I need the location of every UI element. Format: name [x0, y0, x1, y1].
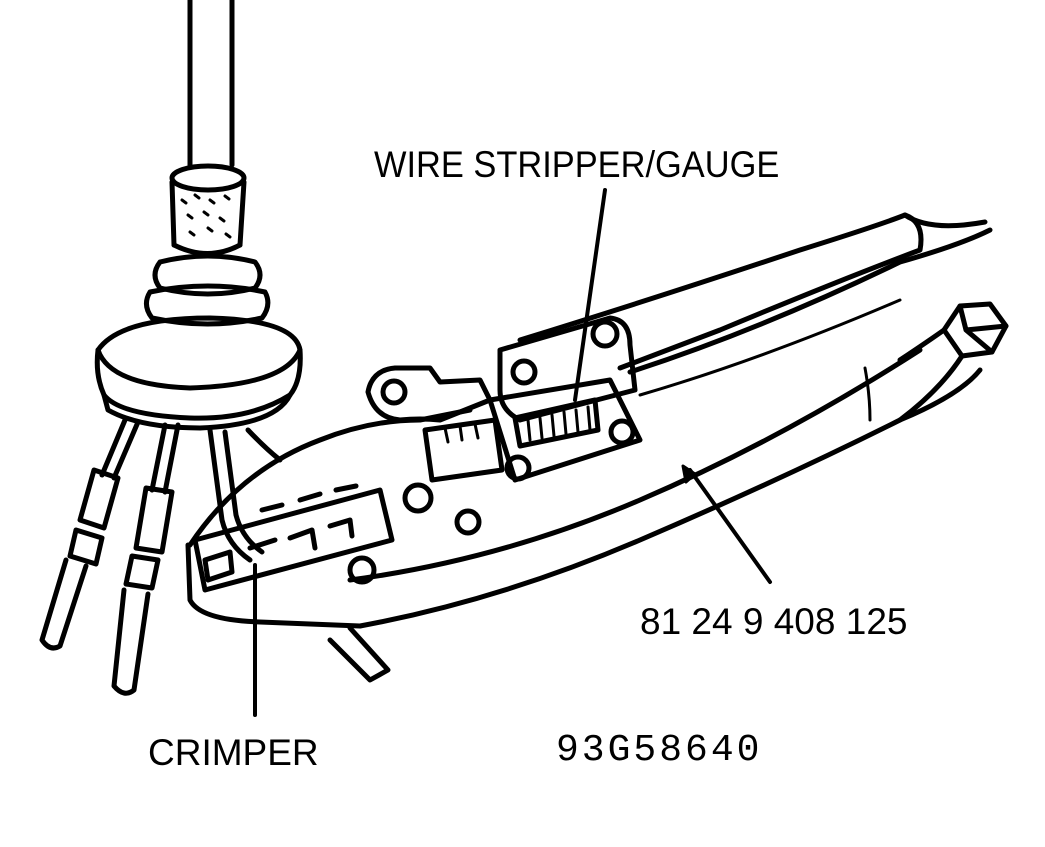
figure-code-label: 93G58640	[556, 729, 763, 772]
part-number-arrowhead	[681, 464, 697, 484]
leader-lines	[253, 188, 772, 717]
cable-assembly	[39, 0, 303, 696]
stripper-leader-line	[573, 188, 607, 402]
crimping-pliers	[185, 212, 1009, 683]
part-number-label: 81 24 9 408 125	[640, 601, 908, 642]
wire-stripper-gauge-label: WIRE STRIPPER/GAUGE	[374, 144, 780, 185]
part-number-leader-line	[688, 468, 772, 584]
crimper-label: CRIMPER	[148, 732, 319, 773]
